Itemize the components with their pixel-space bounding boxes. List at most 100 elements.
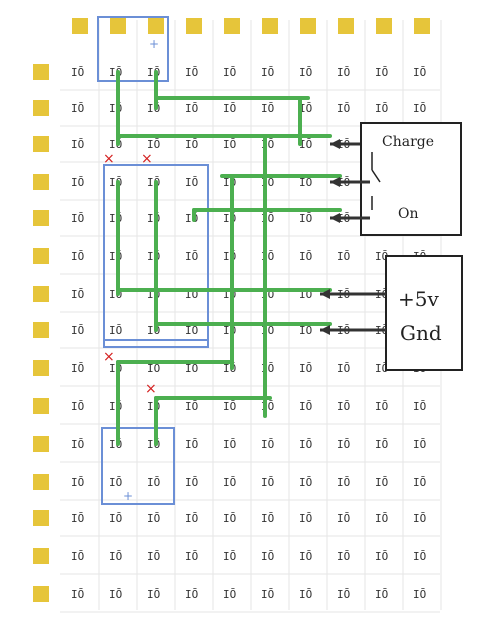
top-edge-pad (224, 18, 240, 34)
pin-label: IŌ (71, 288, 84, 301)
pin-label: IŌ (109, 102, 122, 115)
pin-label: IŌ (413, 588, 426, 601)
pin-label: IŌ (375, 550, 388, 563)
pin-label: IŌ (261, 66, 274, 79)
pin-label: IŌ (223, 476, 236, 489)
pin-label: IŌ (71, 438, 84, 451)
pin-label: IŌ (185, 362, 198, 375)
pin-label: IŌ (147, 438, 160, 451)
pin-label: IŌ (337, 588, 350, 601)
pin-label: IŌ (109, 588, 122, 601)
pin-label: IŌ (413, 476, 426, 489)
pin-label: IŌ (261, 550, 274, 563)
pin-label: IŌ (413, 66, 426, 79)
pin-label: IŌ (261, 588, 274, 601)
pin-label: IŌ (109, 550, 122, 563)
pin-label: IŌ (261, 102, 274, 115)
left-edge-pad (33, 322, 49, 338)
pin-label: IŌ (147, 550, 160, 563)
arrow-head (320, 289, 330, 299)
top-edge-pad (300, 18, 316, 34)
pin-label: IŌ (299, 438, 312, 451)
pin-label: IŌ (261, 438, 274, 451)
left-edge-pad (33, 586, 49, 602)
pin-label: IŌ (413, 512, 426, 525)
pin-label: IŌ (185, 66, 198, 79)
pin-label: IŌ (299, 512, 312, 525)
left-edge-pad (33, 548, 49, 564)
pin-label: IŌ (375, 588, 388, 601)
top-edge-pad (414, 18, 430, 34)
pin-label: IŌ (337, 512, 350, 525)
left-edge-pad (33, 360, 49, 376)
left-edge-pad (33, 174, 49, 190)
module-outlines (97, 16, 209, 505)
pin-label: IŌ (375, 102, 388, 115)
pin-label: IŌ (147, 476, 160, 489)
pin-label: IŌ (147, 362, 160, 375)
pin-label: IŌ (299, 476, 312, 489)
pin-label: IŌ (261, 476, 274, 489)
pin-label: IŌ (223, 588, 236, 601)
module-outline (97, 16, 169, 82)
cut-marker: × (103, 349, 115, 365)
pin-label: IŌ (337, 102, 350, 115)
pin-label: IŌ (261, 512, 274, 525)
pin-label: IŌ (185, 138, 198, 151)
pin-label: IŌ (147, 512, 160, 525)
pin-label: IŌ (109, 176, 122, 189)
pin-label: IŌ (337, 66, 350, 79)
module-outline (103, 164, 209, 348)
pin-label: IŌ (71, 476, 84, 489)
top-edge-pad (72, 18, 88, 34)
charge-switch-box: Charge On (360, 122, 462, 236)
pin-label: IŌ (223, 400, 236, 413)
pin-label: IŌ (147, 588, 160, 601)
pin-label: IŌ (223, 512, 236, 525)
pin-label: IŌ (299, 400, 312, 413)
edge-pads (33, 18, 430, 602)
pin-label: IŌ (185, 102, 198, 115)
arrow-head (330, 139, 340, 149)
left-edge-pad (33, 210, 49, 226)
cut-marker: × (141, 151, 153, 167)
pin-label: IŌ (261, 400, 274, 413)
pin-label: IŌ (375, 250, 388, 263)
top-edge-pad (186, 18, 202, 34)
arrow-head (320, 325, 330, 335)
pin-label: IŌ (109, 250, 122, 263)
pin-label: IŌ (71, 550, 84, 563)
pin-label: IŌ (261, 138, 274, 151)
power-box: +5v Gnd (385, 255, 463, 371)
pin-label: IŌ (71, 66, 84, 79)
wire-traces (116, 70, 342, 446)
pin-label: IŌ (337, 550, 350, 563)
pin-label: IŌ (223, 250, 236, 263)
pin-label: IŌ (109, 138, 122, 151)
left-edge-pad (33, 100, 49, 116)
module-top-plus: + (149, 37, 159, 51)
pin-label: IŌ (109, 512, 122, 525)
charge-label: Charge (382, 134, 434, 150)
top-edge-pad (338, 18, 354, 34)
left-edge-pad (33, 510, 49, 526)
pin-label: IŌ (147, 138, 160, 151)
pin-label: IŌ (299, 176, 312, 189)
pin-label: IŌ (337, 438, 350, 451)
connection-arrows (320, 139, 386, 335)
left-edge-pad (33, 248, 49, 264)
trace-cuts: ×××× (103, 151, 157, 397)
pin-label: IŌ (299, 588, 312, 601)
pin-label: IŌ (413, 102, 426, 115)
module-bottom-plus: + (123, 489, 133, 503)
module-outline (101, 427, 175, 505)
pin-label: IŌ (185, 512, 198, 525)
pin-label: IŌ (109, 476, 122, 489)
pin-label: IŌ (337, 250, 350, 263)
top-edge-pad (148, 18, 164, 34)
pin-label: IŌ (299, 138, 312, 151)
pin-label: IŌ (299, 102, 312, 115)
pin-label: IŌ (185, 176, 198, 189)
left-edge-pad (33, 136, 49, 152)
pin-label: IŌ (71, 362, 84, 375)
